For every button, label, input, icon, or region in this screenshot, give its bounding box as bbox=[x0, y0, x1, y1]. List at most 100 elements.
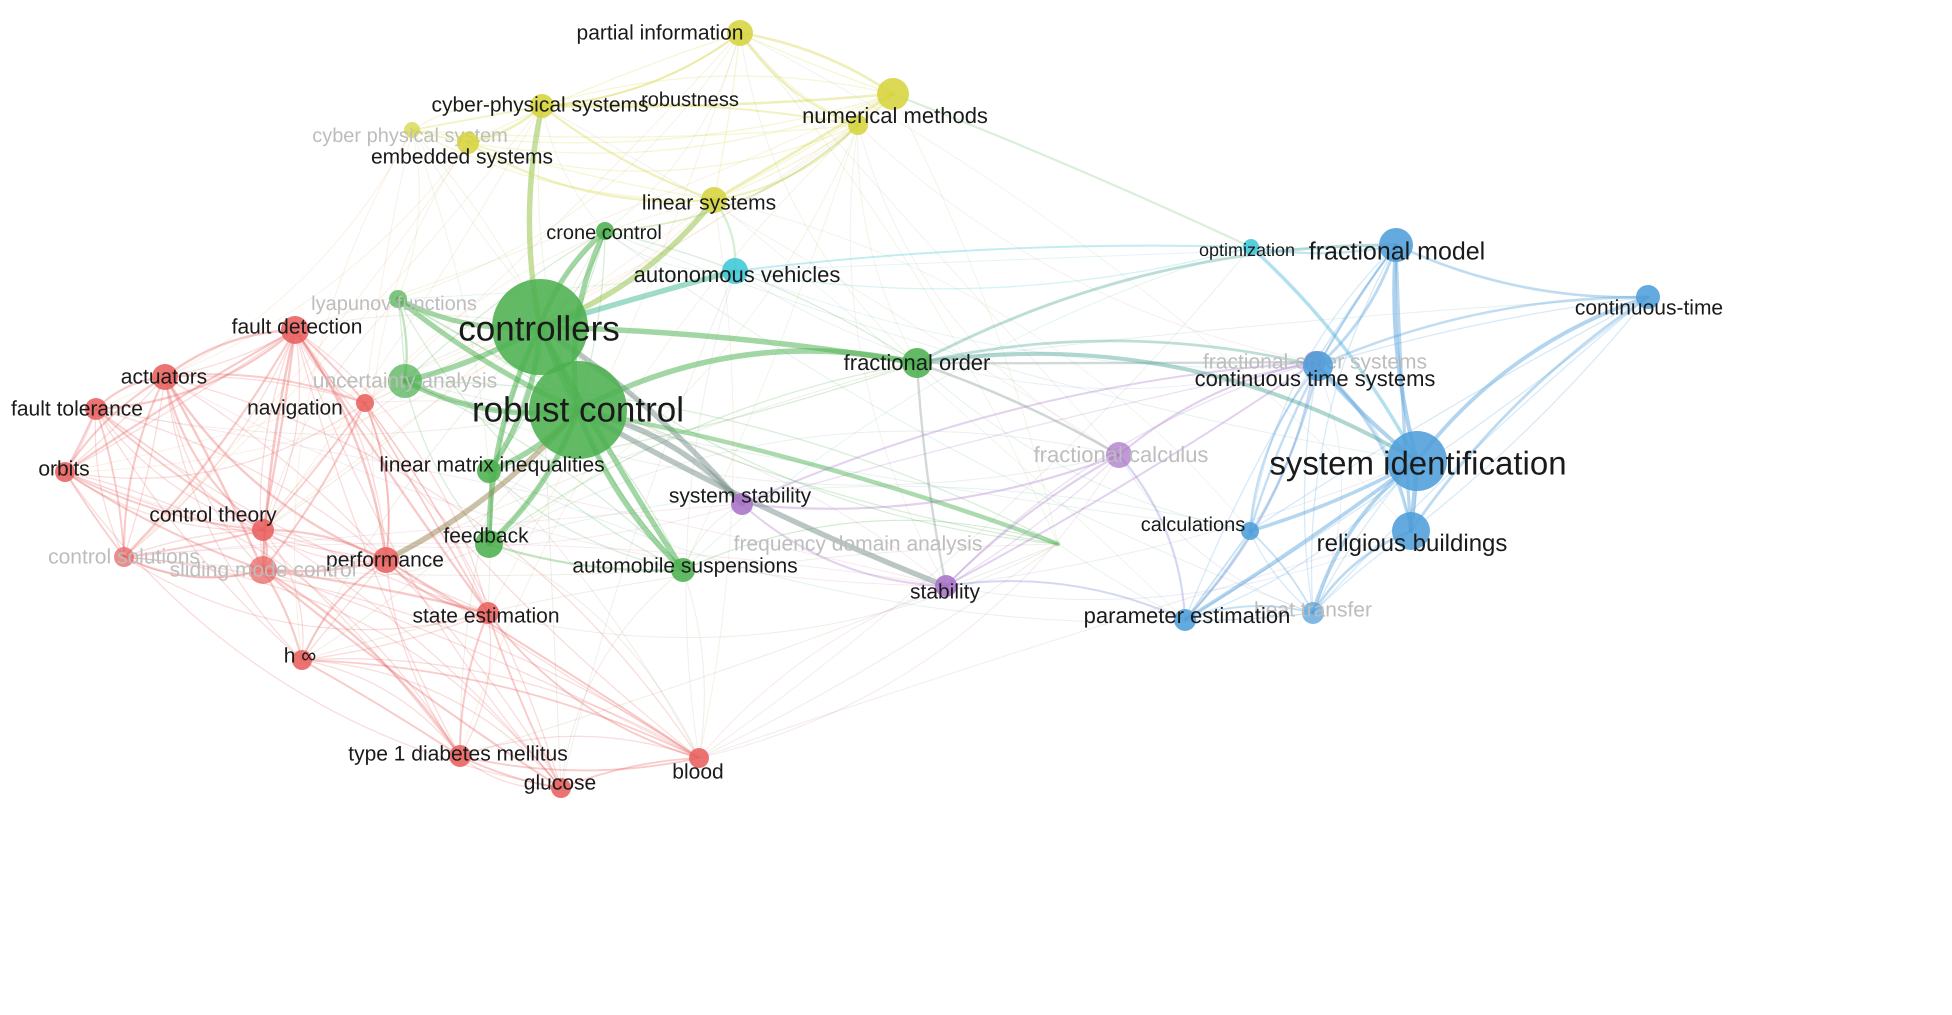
edge bbox=[122, 328, 297, 559]
edge bbox=[541, 102, 859, 126]
edge bbox=[123, 556, 700, 759]
network-node[interactable] bbox=[1303, 351, 1333, 381]
network-node[interactable] bbox=[457, 132, 479, 154]
network-node[interactable] bbox=[249, 556, 277, 584]
edge bbox=[364, 402, 489, 614]
edge bbox=[1409, 295, 1650, 533]
network-node[interactable] bbox=[722, 258, 748, 284]
edge bbox=[914, 351, 1420, 464]
network-node[interactable] bbox=[252, 519, 274, 541]
edge bbox=[95, 408, 947, 587]
network-node[interactable] bbox=[1302, 602, 1324, 624]
edge bbox=[1316, 295, 1650, 368]
edge bbox=[64, 471, 264, 531]
edge bbox=[738, 31, 860, 127]
edge bbox=[294, 329, 461, 757]
network-node[interactable] bbox=[388, 364, 422, 398]
edge bbox=[301, 409, 579, 661]
edge bbox=[293, 328, 490, 615]
network-node[interactable] bbox=[281, 316, 309, 344]
network-node[interactable] bbox=[701, 187, 727, 213]
edge bbox=[1184, 612, 1314, 621]
network-node[interactable] bbox=[671, 558, 695, 582]
edge bbox=[560, 569, 684, 789]
network-node[interactable] bbox=[902, 348, 932, 378]
edge bbox=[467, 93, 894, 154]
network-node[interactable] bbox=[529, 361, 627, 459]
network-node[interactable] bbox=[689, 748, 709, 768]
edge bbox=[560, 757, 700, 789]
network-node[interactable] bbox=[935, 575, 957, 597]
edge bbox=[915, 243, 1398, 365]
edge bbox=[95, 408, 579, 435]
network-node[interactable] bbox=[1241, 522, 1259, 540]
edge bbox=[95, 408, 264, 531]
edge bbox=[713, 32, 741, 201]
network-node[interactable] bbox=[373, 547, 399, 573]
network-node[interactable] bbox=[85, 398, 107, 420]
edge bbox=[459, 543, 1059, 757]
edge bbox=[915, 339, 1320, 368]
edge bbox=[1394, 243, 1413, 533]
edge bbox=[63, 328, 297, 474]
network-node[interactable] bbox=[1106, 442, 1132, 468]
network-node-label: robustness bbox=[641, 89, 739, 111]
network-node[interactable] bbox=[596, 222, 614, 240]
network-node[interactable] bbox=[477, 602, 499, 624]
edge bbox=[261, 568, 563, 790]
network-node[interactable] bbox=[848, 115, 868, 135]
network-node[interactable] bbox=[1379, 228, 1413, 262]
network-node[interactable] bbox=[1392, 512, 1430, 550]
network-node[interactable] bbox=[404, 122, 420, 138]
edge bbox=[63, 470, 265, 572]
network-node[interactable] bbox=[551, 778, 571, 798]
edge bbox=[739, 32, 918, 364]
network-node[interactable] bbox=[1174, 609, 1196, 631]
network-node[interactable] bbox=[727, 20, 753, 46]
network-node[interactable] bbox=[152, 364, 178, 390]
network-node[interactable] bbox=[114, 547, 134, 567]
edge bbox=[1415, 295, 1650, 463]
network-node[interactable] bbox=[356, 394, 374, 412]
edge bbox=[301, 659, 461, 757]
edge bbox=[123, 556, 562, 789]
network-node[interactable] bbox=[1243, 239, 1259, 255]
network-node[interactable] bbox=[1636, 285, 1660, 309]
edge bbox=[1312, 361, 1342, 614]
edge bbox=[713, 124, 859, 201]
edge bbox=[163, 375, 265, 572]
network-node[interactable] bbox=[55, 462, 75, 482]
edge bbox=[262, 105, 543, 531]
network-node[interactable] bbox=[477, 459, 501, 483]
edge bbox=[739, 32, 1059, 545]
network-node[interactable] bbox=[530, 94, 554, 118]
network-node[interactable] bbox=[731, 493, 753, 515]
network-node-label: calculations bbox=[1140, 514, 1246, 536]
edge bbox=[488, 362, 918, 545]
edge bbox=[371, 142, 469, 561]
edge bbox=[364, 402, 562, 789]
edge bbox=[63, 375, 167, 474]
edge bbox=[385, 559, 562, 789]
network-node[interactable] bbox=[292, 650, 312, 670]
network-node[interactable] bbox=[492, 279, 588, 375]
edge bbox=[945, 580, 1186, 621]
network-node[interactable] bbox=[449, 745, 471, 767]
edge bbox=[488, 485, 1251, 545]
edge bbox=[945, 530, 1412, 601]
edge bbox=[300, 558, 388, 662]
edge bbox=[411, 93, 894, 144]
network-node[interactable] bbox=[877, 78, 909, 110]
edge bbox=[164, 373, 366, 404]
edge bbox=[682, 246, 1252, 571]
network-node[interactable] bbox=[475, 530, 503, 558]
edge bbox=[467, 142, 715, 201]
edge bbox=[123, 542, 947, 587]
edge bbox=[294, 93, 894, 331]
edge bbox=[123, 529, 264, 558]
network-node[interactable] bbox=[389, 290, 407, 308]
network-node[interactable] bbox=[1387, 431, 1447, 491]
edge bbox=[892, 93, 1059, 545]
edge bbox=[540, 92, 895, 108]
